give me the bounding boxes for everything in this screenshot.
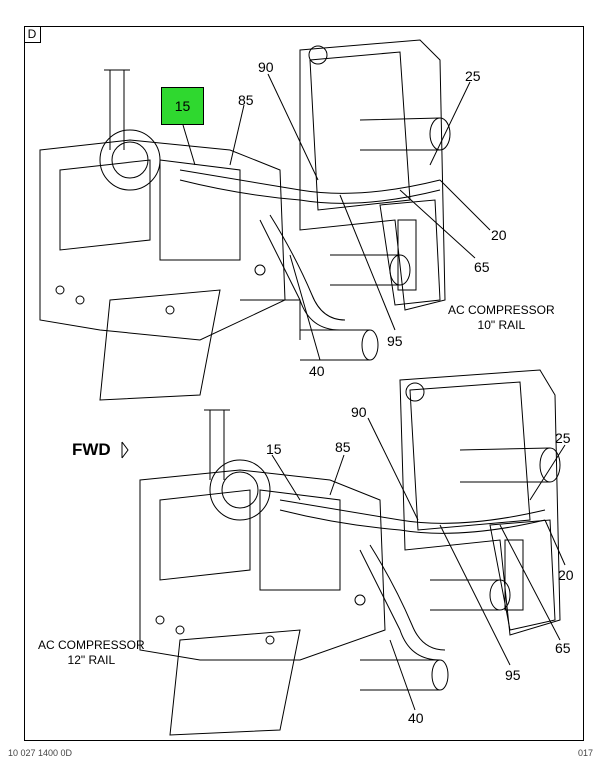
bottom-callout-25[interactable]: 25	[555, 430, 571, 446]
bottom-callout-90[interactable]: 90	[351, 404, 367, 420]
figure-frame	[24, 26, 584, 741]
top-leader-lines	[182, 73, 491, 361]
fwd-arrow-icon	[121, 441, 129, 459]
fwd-label: FWD	[72, 440, 111, 459]
bottom-callout-95[interactable]: 95	[505, 667, 521, 683]
top-callout-90[interactable]: 90	[258, 59, 274, 75]
top-callout-20[interactable]: 20	[491, 227, 507, 243]
bottom-note-line2: 12" RAIL	[67, 653, 116, 667]
top-note-line1: AC COMPRESSOR	[448, 303, 555, 317]
bottom-callout-65[interactable]: 65	[555, 640, 571, 656]
top-callout-25[interactable]: 25	[465, 68, 481, 84]
top-note-line2: 10" RAIL	[477, 318, 526, 332]
bottom-engine-assembly	[139, 369, 561, 736]
top-callout-85[interactable]: 85	[238, 92, 254, 108]
bottom-callout-20[interactable]: 20	[558, 567, 574, 583]
bottom-view-note: AC COMPRESSOR 12" RAIL	[38, 638, 145, 668]
highlighted-callout-15[interactable]: 15	[161, 87, 204, 125]
bottom-note-line1: AC COMPRESSOR	[38, 638, 145, 652]
bottom-leader-lines	[271, 417, 566, 711]
bottom-callout-85[interactable]: 85	[335, 439, 351, 455]
page-ref: 017	[578, 748, 594, 758]
top-view-note: AC COMPRESSOR 10" RAIL	[448, 303, 555, 333]
bottom-callout-40[interactable]: 40	[408, 710, 424, 726]
top-callout-65[interactable]: 65	[474, 259, 490, 275]
figure-id: 10 027 1400 0D	[8, 748, 73, 758]
top-callout-95[interactable]: 95	[387, 333, 403, 349]
bottom-callout-15[interactable]: 15	[266, 441, 282, 457]
view-letter: D	[24, 26, 41, 43]
top-callout-40[interactable]: 40	[309, 363, 325, 379]
